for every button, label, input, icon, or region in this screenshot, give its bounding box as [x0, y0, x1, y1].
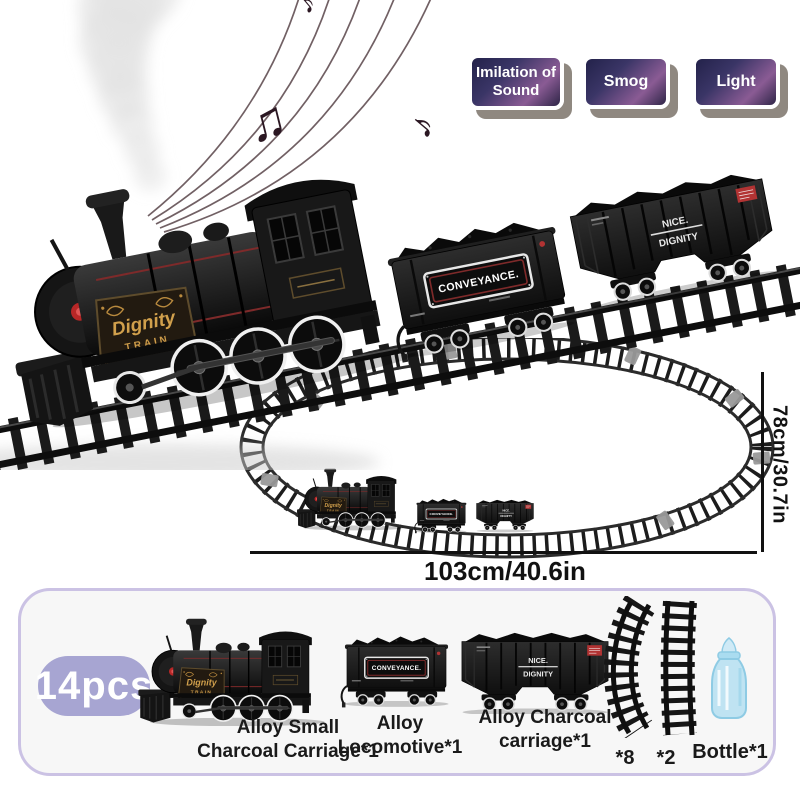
count-badge-label: 14pcs — [34, 663, 154, 708]
feature-badge-sound: Imilation of Sound — [468, 54, 564, 110]
hopper-illustration — [566, 166, 783, 316]
kit-item-label-charcoal-carriage-2: Alloy Charcoal carriage*1 — [478, 707, 612, 752]
feature-badge-smog-label: Smog — [603, 73, 649, 91]
kit-item-label-bottle: Bottle*1 — [692, 741, 768, 763]
width-dimension-line — [250, 551, 757, 554]
eighth-note-icon: ♪ — [400, 105, 444, 147]
count-badge: 14pcs — [34, 656, 154, 716]
height-dimension-label: 78cm/30.7in — [768, 404, 791, 524]
mini-train — [296, 468, 534, 534]
kit-item-tender — [340, 635, 450, 708]
kit-item-locomotive — [137, 617, 326, 726]
feature-badge-sound-label: Imilation of Sound — [476, 64, 556, 99]
kit-item-label-locomotive: Alloy Locomotive*1 — [337, 713, 463, 758]
mini-locomotive — [296, 468, 405, 531]
kit-item-hopper — [460, 631, 610, 714]
height-dimension-line — [761, 372, 764, 552]
mini-hopper — [476, 499, 534, 533]
smoke-plume — [78, 0, 179, 191]
kit-item-bottle — [711, 637, 747, 719]
kit-item-label-curved-rail-count: *8 — [615, 747, 635, 769]
kit-item-straight-rail — [654, 596, 706, 738]
bottle-nipple — [721, 637, 737, 654]
kit-item-label-straight-rail-count: *2 — [656, 747, 676, 769]
kit-item-label-charcoal-carriage: Alloy Small Charcoal Carriage*1 — [197, 717, 379, 762]
beamed-note-icon: ♫ — [241, 89, 293, 155]
width-dimension-label: 103cm/40.6in — [424, 556, 586, 586]
main-scene: Dignity TRAIN — [0, 0, 800, 470]
mini-tender — [414, 498, 468, 534]
feature-badge-smog: Smog — [582, 55, 670, 109]
feature-badge-light-label: Light — [716, 73, 756, 91]
feature-badge-light: Light — [692, 55, 780, 109]
